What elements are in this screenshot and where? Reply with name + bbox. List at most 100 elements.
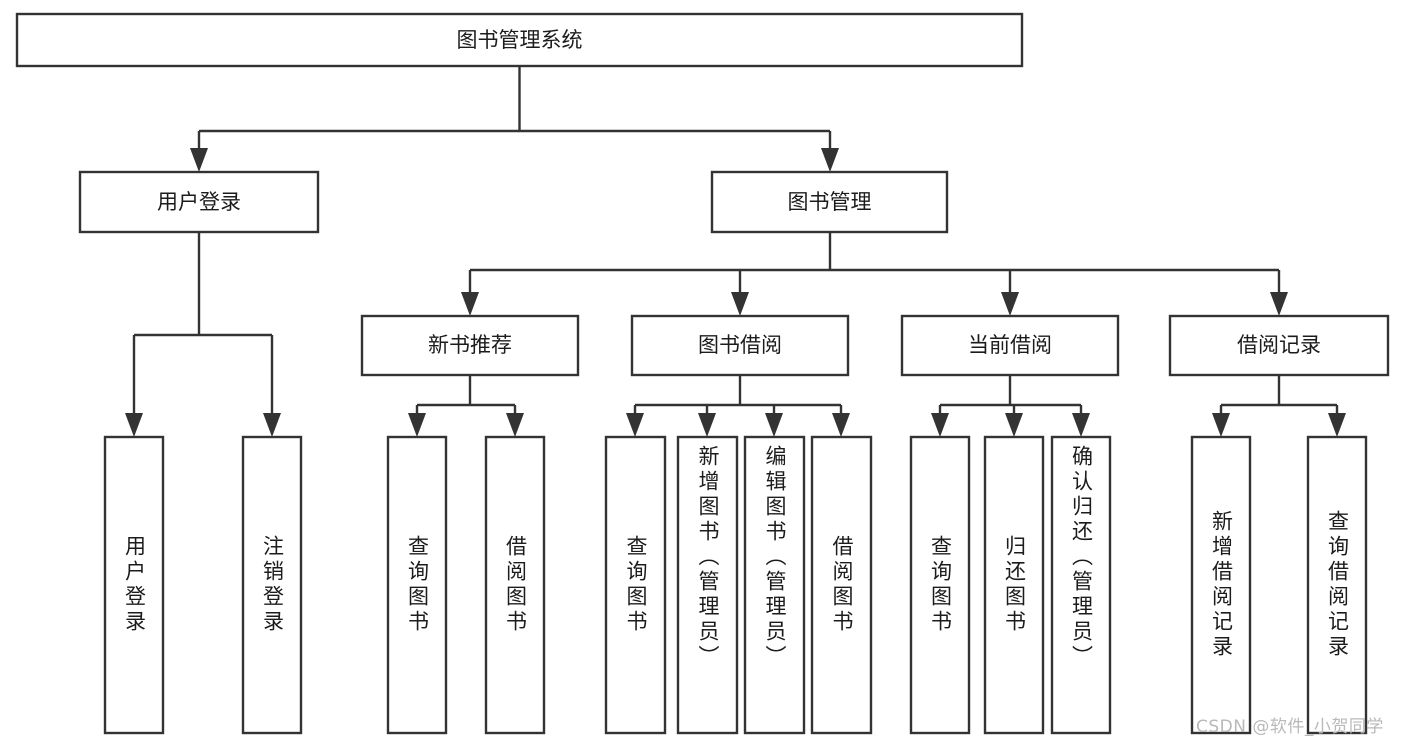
node-new-book-recommend[interactable]: 新书推荐 <box>360 314 580 377</box>
node-root-label: 图书管理系统 <box>457 28 583 52</box>
arrow-head-to-leaf-confirm-return <box>1072 413 1090 437</box>
node-current-borrow[interactable]: 当前借阅 <box>900 314 1120 377</box>
arrow-head-to-new-book-recommend <box>461 292 479 316</box>
node-leaf-user-login[interactable]: 用户登录 <box>103 435 165 735</box>
node-leaf-edit-book-label: 编辑图书（管理员） <box>763 445 787 670</box>
node-leaf-add-record-fo: 新增借阅记录 <box>1209 510 1234 660</box>
node-user-login[interactable]: 用户登录 <box>78 170 320 234</box>
node-leaf-borrow-book-2[interactable]: 借阅图书 <box>810 435 873 735</box>
node-borrow-record-box <box>1168 314 1390 377</box>
node-leaf-borrow-book-1-fo: 借阅图书 <box>503 535 528 635</box>
node-leaf-borrow-book-2-box <box>810 435 873 735</box>
arrow-head-to-user-login <box>190 148 208 172</box>
node-root-box <box>15 12 1024 68</box>
node-leaf-edit-book-fo: 编辑图书（管理员） <box>763 445 787 670</box>
node-leaf-query-record-label: 查询借阅记录 <box>1325 510 1350 660</box>
node-leaf-return-book-label: 归还图书 <box>1002 535 1027 635</box>
arrow-head-to-leaf-query-book-3 <box>931 413 949 437</box>
arrow-head-to-leaf-query-book-1 <box>408 413 426 437</box>
node-leaf-query-book-1-fo: 查询图书 <box>406 535 430 635</box>
node-leaf-borrow-book-1-label: 借阅图书 <box>503 535 528 635</box>
watermark-label: CSDN @软件_小贺同学 <box>1196 717 1384 737</box>
connector-layer <box>125 66 1346 437</box>
node-leaf-query-record-box <box>1306 435 1368 735</box>
arrow-head-to-leaf-borrow-book-2 <box>832 413 850 437</box>
node-new-book-recommend-label: 新书推荐 <box>428 333 512 357</box>
node-borrow-record[interactable]: 借阅记录 <box>1168 314 1390 377</box>
arrow-head-to-current-borrow <box>1001 292 1019 316</box>
node-book-manage-box <box>710 170 949 234</box>
node-leaf-return-book[interactable]: 归还图书 <box>983 435 1045 735</box>
arrow-head-to-leaf-query-book-2 <box>626 413 644 437</box>
node-leaf-return-book-fo: 归还图书 <box>1002 535 1027 635</box>
node-leaf-add-book-label: 新增图书（管理员） <box>696 445 720 670</box>
node-user-login-label: 用户登录 <box>157 190 241 214</box>
arrow-head-to-leaf-add-record <box>1212 413 1230 437</box>
node-book-borrow-label: 图书借阅 <box>698 333 782 357</box>
node-book-manage-label: 图书管理 <box>788 190 872 214</box>
node-book-manage[interactable]: 图书管理 <box>710 170 949 234</box>
arrow-head-to-leaf-user-logout <box>263 413 281 437</box>
node-leaf-query-book-2-label: 查询图书 <box>624 535 648 635</box>
node-leaf-user-login-fo: 用户登录 <box>122 535 147 635</box>
connector-root-to-bus <box>197 66 832 152</box>
node-leaf-edit-book-box <box>743 435 806 735</box>
node-leaf-query-book-3-box <box>909 435 971 735</box>
node-root[interactable]: 图书管理系统 <box>15 12 1024 68</box>
node-leaf-query-book-1-box <box>386 435 448 735</box>
node-leaf-user-logout[interactable]: 注销登录 <box>241 435 303 735</box>
node-leaf-borrow-book-1[interactable]: 借阅图书 <box>484 435 546 735</box>
arrow-head-to-leaf-return-book <box>1005 413 1023 437</box>
node-current-borrow-label: 当前借阅 <box>968 333 1052 357</box>
node-leaf-return-book-box <box>983 435 1045 735</box>
connector-borrow-record-to-bus <box>1219 375 1339 417</box>
connector-user-login-to-bus <box>132 232 274 417</box>
node-book-borrow[interactable]: 图书借阅 <box>630 314 850 377</box>
node-leaf-query-book-3-label: 查询图书 <box>928 535 953 635</box>
node-leaf-user-logout-label: 注销登录 <box>260 535 285 635</box>
node-leaf-query-record-fo: 查询借阅记录 <box>1325 510 1350 660</box>
arrow-head-to-borrow-record <box>1270 292 1288 316</box>
connector-new-book-recommend-to-bus <box>415 375 517 417</box>
connector-book-borrow-to-bus <box>633 375 843 417</box>
arrow-head-to-book-manage <box>821 148 839 172</box>
node-leaf-user-logout-fo: 注销登录 <box>260 535 285 635</box>
node-leaf-add-record-label: 新增借阅记录 <box>1209 510 1234 660</box>
arrow-head-to-book-borrow <box>731 292 749 316</box>
node-leaf-user-login-label: 用户登录 <box>122 535 147 635</box>
node-leaf-borrow-book-2-label: 借阅图书 <box>830 535 854 635</box>
node-leaf-add-book-box <box>676 435 739 735</box>
arrow-head-to-leaf-add-book <box>698 413 716 437</box>
connector-current-borrow-to-bus <box>938 375 1083 417</box>
node-borrow-record-label: 借阅记录 <box>1237 333 1321 357</box>
node-leaf-user-login-box <box>103 435 165 735</box>
connector-book-manage-to-bus <box>468 232 1281 296</box>
node-leaf-query-book-2-box <box>604 435 667 735</box>
node-leaf-edit-book[interactable]: 编辑图书（管理员） <box>743 435 806 735</box>
node-leaf-query-record[interactable]: 查询借阅记录 <box>1306 435 1368 735</box>
node-leaf-query-book-2-fo: 查询图书 <box>624 535 648 635</box>
node-leaf-query-book-2[interactable]: 查询图书 <box>604 435 667 735</box>
node-current-borrow-box <box>900 314 1120 377</box>
node-leaf-user-logout-box <box>241 435 303 735</box>
node-leaf-confirm-return-fo: 确认归还（管理员） <box>1069 445 1094 670</box>
node-leaf-add-record-box <box>1190 435 1252 735</box>
node-leaf-confirm-return-label: 确认归还（管理员） <box>1069 445 1094 670</box>
node-leaf-borrow-book-1-box <box>484 435 546 735</box>
arrow-head-to-leaf-user-login <box>125 413 143 437</box>
arrow-head-to-leaf-borrow-book-1 <box>506 413 524 437</box>
node-leaf-confirm-return-box <box>1050 435 1112 735</box>
arrow-head-to-leaf-edit-book <box>765 413 783 437</box>
node-leaf-confirm-return[interactable]: 确认归还（管理员） <box>1050 435 1112 735</box>
node-leaf-borrow-book-2-fo: 借阅图书 <box>830 535 854 635</box>
node-user-login-box <box>78 170 320 234</box>
node-leaf-add-book[interactable]: 新增图书（管理员） <box>676 435 739 735</box>
node-book-borrow-box <box>630 314 850 377</box>
node-leaf-add-book-fo: 新增图书（管理员） <box>696 445 720 670</box>
node-leaf-query-book-3-fo: 查询图书 <box>928 535 953 635</box>
node-leaf-add-record[interactable]: 新增借阅记录 <box>1190 435 1252 735</box>
node-leaf-query-book-3[interactable]: 查询图书 <box>909 435 971 735</box>
node-leaf-query-book-1[interactable]: 查询图书 <box>386 435 448 735</box>
